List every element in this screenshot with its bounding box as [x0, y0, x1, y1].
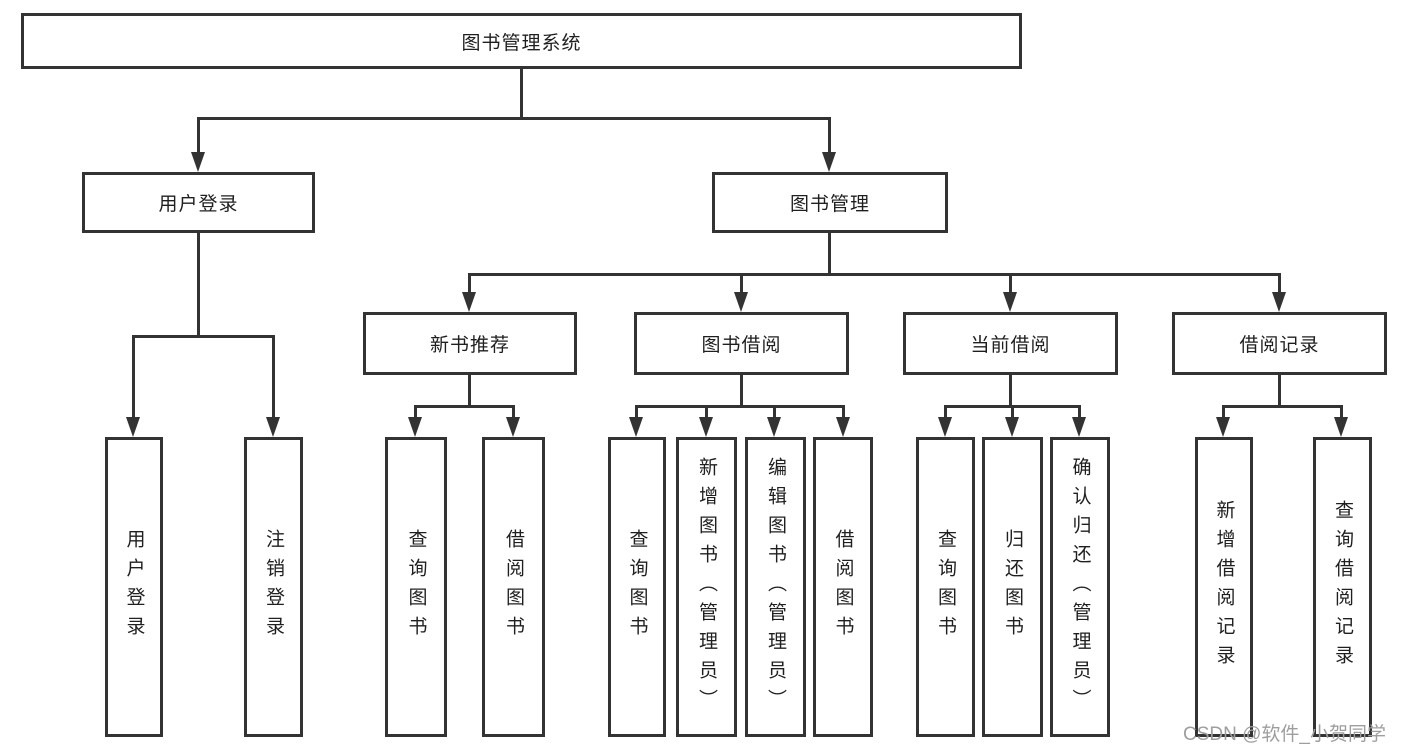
- leaf-records-query: 查询借阅记录: [1313, 437, 1372, 737]
- leaf-confirm-return-admin: 确认归还（管理员）: [1050, 437, 1110, 737]
- connector-bookborrow-stem: [740, 375, 743, 407]
- leaf-return-book: 归还图书: [982, 437, 1043, 737]
- arrow-down-icon: [408, 417, 422, 437]
- connector-drop-leaf: [944, 405, 947, 419]
- leaf-newbook-query: 查询图书: [385, 437, 447, 737]
- connector-drop-leaf: [414, 405, 417, 419]
- leaf-newbook-query-label: 查询图书: [405, 529, 427, 645]
- connector-bookmgmt-stem: [828, 233, 831, 275]
- arrow-down-icon: [836, 417, 850, 437]
- node-book-borrow: 图书借阅: [634, 312, 849, 375]
- leaf-borrow-edit-admin-label: 编辑图书（管理员）: [765, 456, 786, 718]
- leaf-logout: 注销登录: [244, 437, 303, 737]
- arrow-down-icon: [1216, 417, 1230, 437]
- arrow-down-icon: [266, 417, 280, 437]
- leaf-return-book-label: 归还图书: [1002, 529, 1023, 645]
- leaf-confirm-return-admin-label: 确认归还（管理员）: [1069, 456, 1091, 718]
- arrow-down-icon: [191, 152, 205, 172]
- connector-drop-user-login: [197, 117, 200, 155]
- connector-drop-leaf: [512, 405, 515, 419]
- connector-currentborrow-stem: [1009, 375, 1012, 407]
- connector-root-stem: [520, 69, 523, 119]
- connector-drop-leaf: [1340, 405, 1343, 419]
- leaf-borrow-add-admin-label: 新增图书（管理员）: [696, 456, 717, 718]
- arrow-down-icon: [822, 152, 836, 172]
- node-user-login-label: 用户登录: [158, 194, 239, 215]
- arrow-down-icon: [1272, 292, 1286, 312]
- arrow-down-icon: [1072, 417, 1086, 437]
- connector-userlogin-bar: [132, 335, 275, 338]
- connector-userlogin-stem: [197, 233, 200, 337]
- arrow-down-icon: [1003, 292, 1017, 312]
- node-book-borrow-label: 图书借阅: [701, 335, 782, 356]
- leaf-user-login: 用户登录: [105, 437, 163, 737]
- leaf-borrow-book-label: 借阅图书: [832, 529, 854, 645]
- leaf-borrow-book: 借阅图书: [813, 437, 873, 737]
- arrow-down-icon: [1334, 417, 1348, 437]
- leaf-records-add: 新增借阅记录: [1195, 437, 1253, 737]
- node-new-book-rec-label: 新书推荐: [429, 335, 510, 356]
- node-library-system: 图书管理系统: [21, 13, 1022, 69]
- node-library-system-label: 图书管理系统: [461, 32, 582, 54]
- connector-drop-leaf: [132, 335, 135, 419]
- connector-root-bar: [197, 117, 831, 120]
- arrow-down-icon: [506, 417, 520, 437]
- arrow-down-icon: [1005, 417, 1019, 437]
- connector-drop-currentborrow: [1009, 273, 1012, 295]
- arrow-down-icon: [126, 417, 140, 437]
- leaf-logout-label: 注销登录: [263, 529, 284, 645]
- watermark: CSDN @软件_小贺同学: [1183, 724, 1386, 745]
- node-book-mgmt: 图书管理: [712, 172, 948, 233]
- leaf-records-query-label: 查询借阅记录: [1332, 500, 1353, 674]
- node-borrow-records: 借阅记录: [1172, 312, 1387, 375]
- arrow-down-icon: [734, 292, 748, 312]
- leaf-newbook-borrow: 借阅图书: [482, 437, 545, 737]
- leaf-borrow-query-label: 查询图书: [626, 529, 648, 645]
- leaf-borrow-edit-admin: 编辑图书（管理员）: [745, 437, 806, 737]
- connector-drop-newbook: [468, 273, 471, 295]
- leaf-newbook-borrow-label: 借阅图书: [503, 529, 524, 645]
- connector-drop-leaf: [1011, 405, 1014, 419]
- node-book-mgmt-label: 图书管理: [789, 194, 870, 215]
- connector-drop-bookborrow: [740, 273, 743, 295]
- connector-drop-leaf: [705, 405, 708, 419]
- leaf-borrow-query: 查询图书: [608, 437, 666, 737]
- connector-records-bar: [1222, 405, 1343, 408]
- arrow-down-icon: [938, 417, 952, 437]
- connector-drop-book-mgmt: [828, 117, 831, 155]
- connector-drop-leaf: [773, 405, 776, 419]
- leaf-current-query: 查询图书: [916, 437, 975, 737]
- node-user-login: 用户登录: [82, 172, 315, 233]
- leaf-user-login-label: 用户登录: [123, 529, 145, 645]
- node-borrow-records-label: 借阅记录: [1239, 335, 1320, 356]
- connector-drop-leaf: [1078, 405, 1081, 419]
- leaf-borrow-add-admin: 新增图书（管理员）: [676, 437, 737, 737]
- connector-newbook-stem: [468, 375, 471, 407]
- node-current-borrow-label: 当前借阅: [970, 335, 1051, 356]
- leaf-records-add-label: 新增借阅记录: [1213, 500, 1235, 674]
- connector-drop-leaf: [842, 405, 845, 419]
- node-current-borrow: 当前借阅: [903, 312, 1118, 375]
- connector-bookmgmt-bar: [468, 273, 1281, 276]
- arrow-down-icon: [462, 292, 476, 312]
- node-new-book-rec: 新书推荐: [363, 312, 577, 375]
- connector-drop-leaf: [635, 405, 638, 419]
- connector-records-stem: [1278, 375, 1281, 407]
- arrow-down-icon: [629, 417, 643, 437]
- arrow-down-icon: [767, 417, 781, 437]
- leaf-current-query-label: 查询图书: [935, 529, 956, 645]
- connector-bookborrow-bar: [635, 405, 845, 408]
- connector-drop-records: [1278, 273, 1281, 295]
- connector-drop-leaf: [1222, 405, 1225, 419]
- connector-newbook-bar: [414, 405, 515, 408]
- arrow-down-icon: [699, 417, 713, 437]
- connector-drop-leaf: [272, 335, 275, 419]
